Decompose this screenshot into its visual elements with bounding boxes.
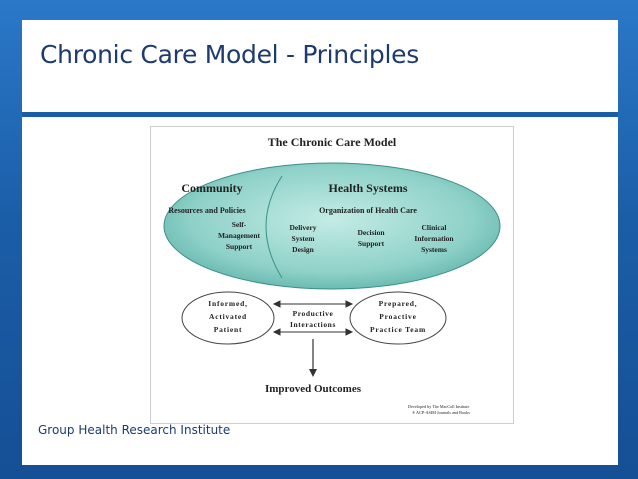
svg-text:Proactive: Proactive (379, 312, 416, 321)
svg-text:® ACP-ASIM Journals and Books: ® ACP-ASIM Journals and Books (412, 410, 470, 415)
svg-text:Activated: Activated (209, 312, 247, 321)
community-divider-arc (265, 175, 283, 279)
source-attribution: Group Health Research Institute (38, 423, 231, 437)
decision-support-label: Decision Support (357, 228, 385, 248)
svg-text:Decision: Decision (357, 228, 385, 237)
environment-ellipse (163, 162, 501, 290)
svg-text:Design: Design (292, 245, 314, 254)
credit-note: Developed by The MacColl Institute ® ACP… (408, 404, 470, 415)
svg-text:Support: Support (358, 239, 385, 248)
svg-text:Patient: Patient (214, 325, 243, 334)
improved-outcomes-label: Improved Outcomes (265, 383, 362, 395)
practice-team-oval (349, 291, 447, 345)
self-management-support-label: Self- Management Support (218, 220, 261, 251)
community-title: Community (181, 181, 242, 195)
community-subtitle: Resources and Policies (168, 206, 245, 215)
patient-label: Informed, Activated Patient (208, 299, 248, 334)
svg-text:Delivery: Delivery (289, 223, 316, 232)
svg-text:System: System (292, 234, 316, 243)
svg-text:Productive: Productive (293, 309, 334, 318)
svg-text:Information: Information (414, 234, 454, 243)
health-systems-title: Health Systems (329, 181, 408, 195)
title-divider (22, 112, 618, 117)
svg-text:Support: Support (226, 242, 253, 251)
svg-text:Practice Team: Practice Team (370, 325, 426, 334)
svg-text:Interactions: Interactions (290, 320, 336, 329)
patient-oval (181, 291, 275, 345)
chronic-care-model-diagram: The Chronic Care Model Community Resourc… (150, 126, 514, 424)
svg-text:Informed,: Informed, (208, 299, 248, 308)
productive-interactions-arrows (272, 300, 354, 336)
svg-text:Developed by The MacColl Insti: Developed by The MacColl Institute (408, 404, 469, 409)
outcomes-arrow (309, 339, 317, 377)
health-systems-subtitle: Organization of Health Care (319, 206, 417, 215)
svg-text:Systems: Systems (421, 245, 447, 254)
productive-interactions-label: Productive Interactions (290, 309, 336, 329)
svg-text:Self-: Self- (232, 220, 247, 229)
delivery-system-design-label: Delivery System Design (289, 223, 316, 254)
diagram-heading: The Chronic Care Model (268, 135, 397, 149)
svg-text:Prepared,: Prepared, (379, 299, 418, 308)
slide-title: Chronic Care Model - Principles (40, 40, 419, 69)
svg-text:Clinical: Clinical (421, 223, 446, 232)
practice-team-label: Prepared, Proactive Practice Team (370, 299, 426, 334)
clinical-information-systems-label: Clinical Information Systems (414, 223, 454, 254)
svg-text:Management: Management (218, 231, 261, 240)
